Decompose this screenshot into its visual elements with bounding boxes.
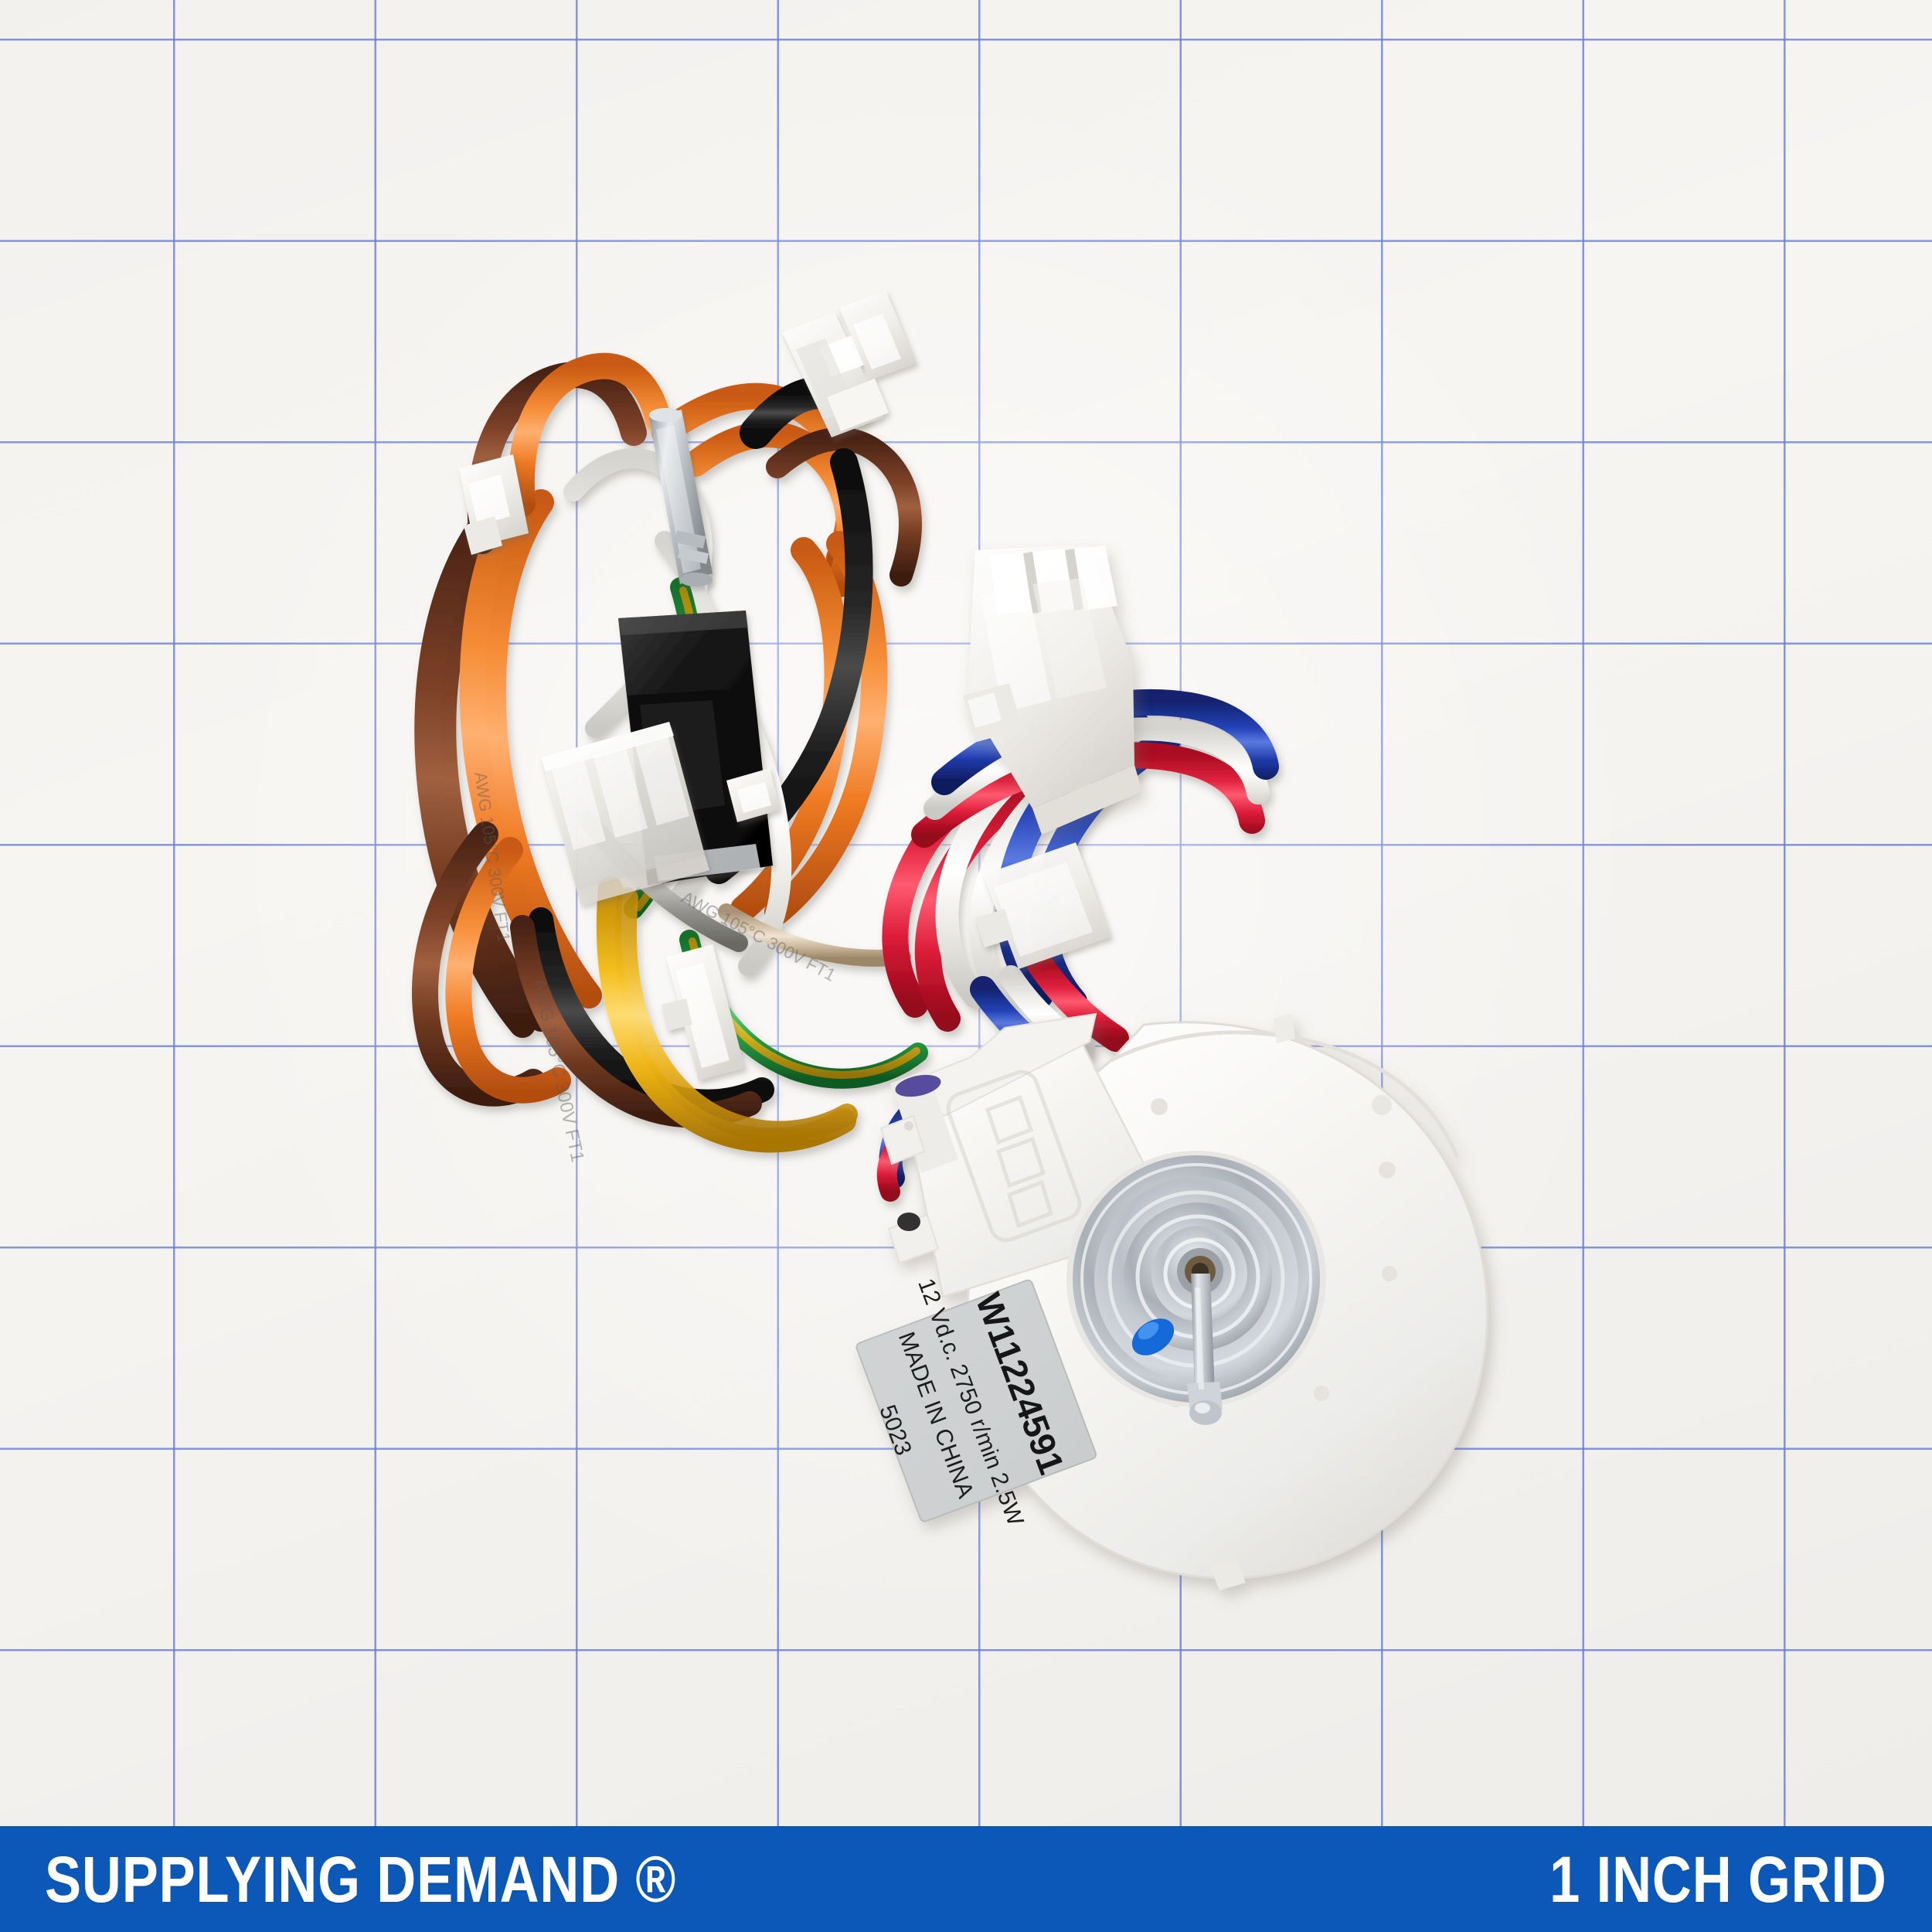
embossed-logo: [946, 1070, 1082, 1243]
connector-three-way: [963, 544, 1142, 835]
connector-blade-bottom: [662, 944, 745, 1080]
evaporator-fan-motor: [855, 1012, 1489, 1590]
cable-tie: [726, 768, 781, 822]
connector-multipin-center: [541, 722, 709, 906]
connector-motor-lead: [975, 842, 1111, 969]
thermistor-probe: [649, 408, 713, 587]
footer-banner: SUPPLYING DEMAND ® 1 INCH GRID: [0, 1826, 1932, 1932]
brand-label: SUPPLYING DEMAND ®: [45, 1842, 677, 1916]
connector-top-right: [782, 291, 917, 437]
motor-label: [855, 1279, 1097, 1522]
grid-scale-label: 1 INCH GRID: [1549, 1842, 1887, 1916]
connector-left-small: [459, 454, 529, 555]
motor-shaft: [1187, 1274, 1223, 1425]
